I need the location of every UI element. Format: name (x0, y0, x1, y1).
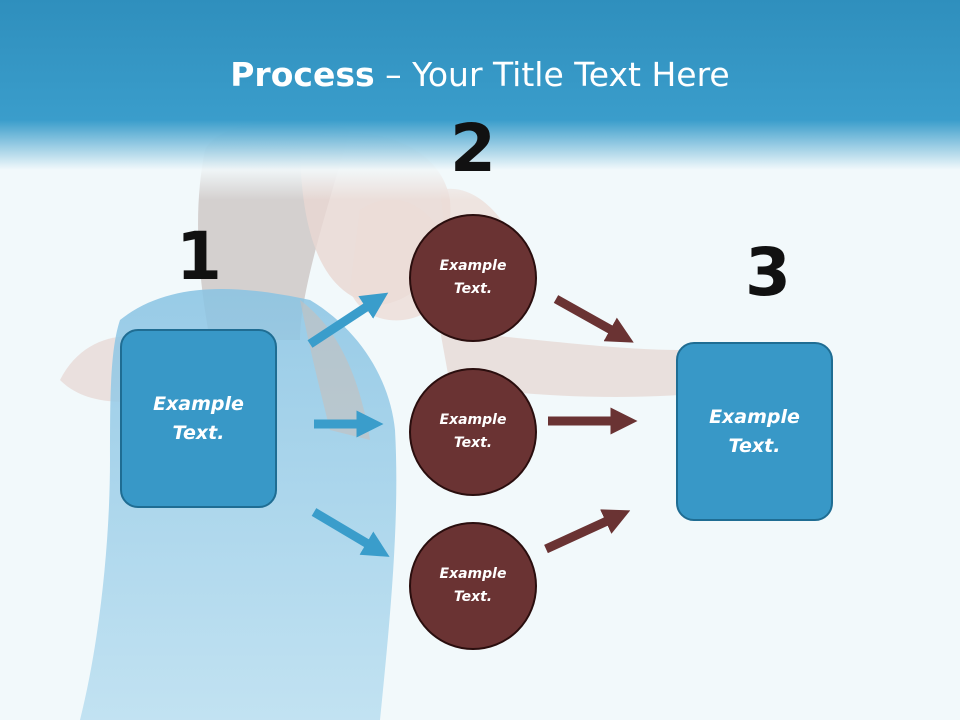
step-2-circle-2-line-1: Example (439, 412, 507, 428)
step-2-circle-3: Example Text. (409, 522, 537, 650)
arrow-2c-to-3 (544, 509, 631, 554)
arrow-1-to-2c (311, 508, 390, 557)
step-2-circle-1: Example Text. (409, 214, 537, 342)
step-2-number: 2 (450, 110, 496, 187)
slide-title: Process – Your Title Text Here (0, 54, 960, 96)
step-3-text-line-1: Example (709, 405, 800, 428)
step-1-text-line-2: Text. (172, 421, 225, 444)
step-2-circle-3-line-1: Example (439, 566, 507, 582)
step-2-circle-1-line-2: Text. (453, 281, 493, 297)
step-3-number: 3 (745, 234, 791, 311)
step-2-circle-3-line-2: Text. (453, 589, 493, 605)
step-1-box: Example Text. (120, 329, 277, 508)
step-1-text-line-1: Example (153, 392, 244, 415)
step-2-circle-2: Example Text. (409, 368, 537, 496)
step-3-text-line-2: Text. (728, 434, 781, 457)
arrow-1-to-2a (307, 292, 389, 348)
title-bar (0, 0, 960, 200)
title-rest: – Your Title Text Here (374, 55, 730, 94)
step-1-number: 1 (176, 218, 222, 295)
step-2-circle-2-line-2: Text. (453, 435, 493, 451)
arrow-2a-to-3 (553, 295, 634, 343)
step-3-box: Example Text. (676, 342, 833, 521)
step-2-circle-1-line-1: Example (439, 258, 507, 274)
title-bold: Process (230, 55, 375, 94)
